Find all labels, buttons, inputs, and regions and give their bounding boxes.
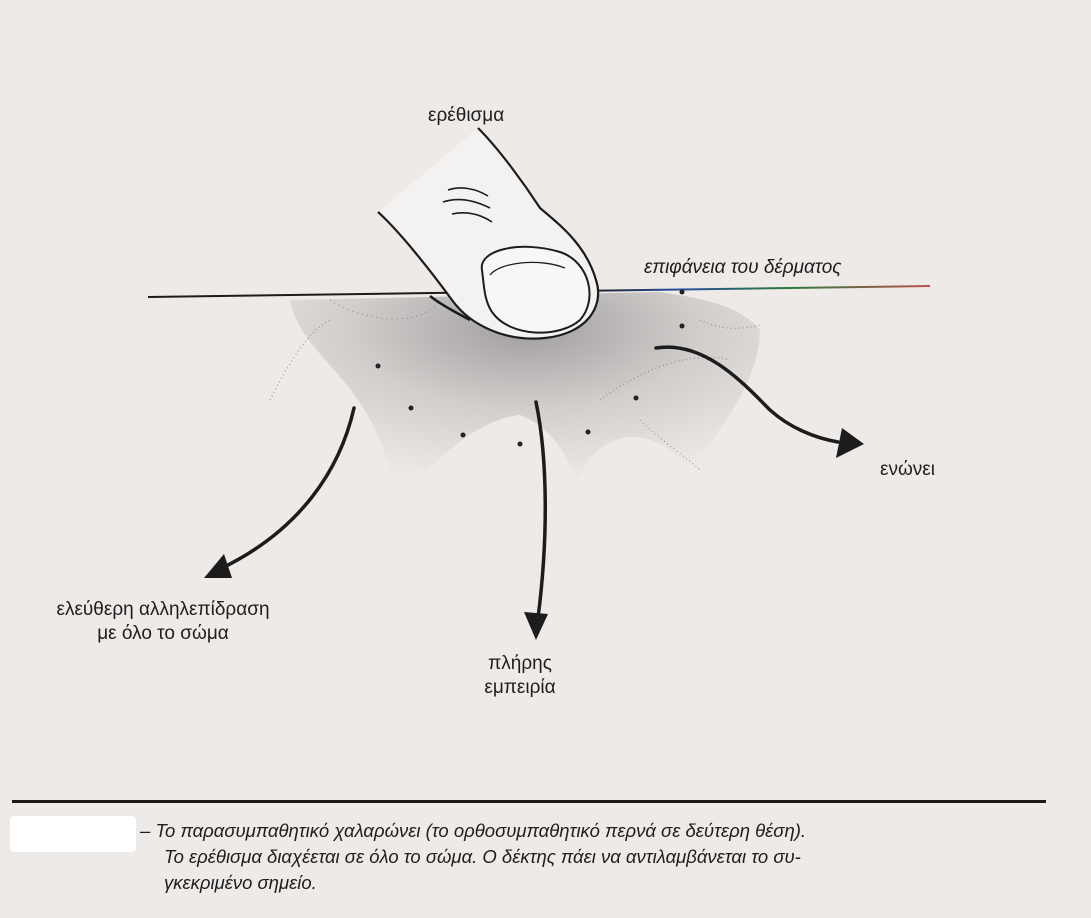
- arrow-down-icon: [524, 402, 548, 640]
- caption-line-1-text: Το παρασυμπαθητικό χαλαρώνει (το ορθοσυμ…: [155, 820, 806, 841]
- caption-line-1: – Το παρασυμπαθητικό χαλαρώνει (το ορθοσ…: [140, 818, 1050, 844]
- arrow-left-icon: [204, 408, 354, 578]
- full-experience-label: πλήρης εμπειρία: [450, 652, 590, 700]
- unites-label: ενώνει: [880, 458, 935, 482]
- figure-caption: – Το παρασυμπαθητικό χαλαρώνει (το ορθοσ…: [140, 818, 1050, 896]
- redaction-mask: [10, 816, 136, 852]
- caption-line-2: Το ερέθισμα διαχέεται σε όλο το σώμα. Ο …: [140, 844, 1050, 870]
- skin-surface-label: επιφάνεια του δέρματος: [644, 256, 842, 280]
- free-interaction-line1: ελεύθερη αλληλεπίδραση: [18, 598, 308, 622]
- free-interaction-label: ελεύθερη αλληλεπίδραση με όλο το σώμα: [18, 598, 308, 646]
- full-experience-line1: πλήρης: [450, 652, 590, 676]
- stimulus-label: ερέθισμα: [428, 104, 504, 128]
- free-interaction-line2: με όλο το σώμα: [18, 622, 308, 646]
- caption-divider: [12, 800, 1046, 803]
- full-experience-line2: εμπειρία: [450, 676, 590, 700]
- caption-line-3: γκεκριμένο σημείο.: [140, 870, 1050, 896]
- caption-dash: –: [140, 820, 150, 841]
